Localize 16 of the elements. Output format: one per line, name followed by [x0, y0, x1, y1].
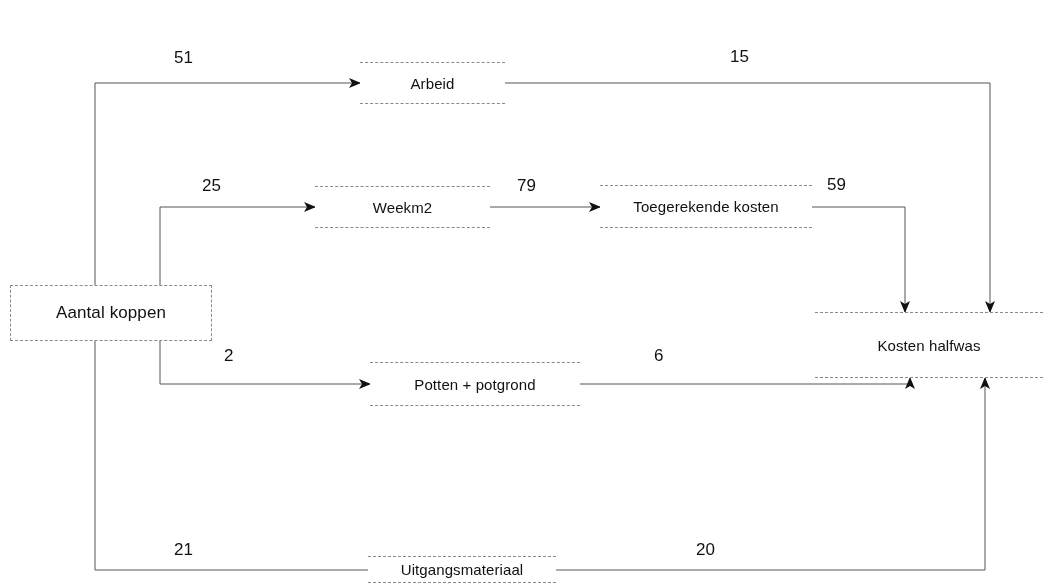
process-box — [10, 285, 212, 341]
connector-arrow — [555, 377, 990, 571]
node-label: Aantal koppen — [56, 303, 166, 323]
connector-arrow — [94, 78, 361, 286]
connector-arrow — [159, 340, 371, 389]
node-label: Weekm2 — [372, 198, 433, 216]
node-label: Arbeid — [410, 74, 455, 92]
connector-arrow — [579, 377, 915, 389]
connector-arrow — [811, 206, 910, 313]
node-label: Toegerekende kosten — [633, 198, 779, 215]
connector-arrow — [159, 202, 316, 286]
node-label: Uitgangsmateriaal — [400, 561, 524, 578]
node-label: Kosten halfwas — [877, 336, 981, 354]
node-label: Potten + potgrond — [414, 375, 536, 393]
connector-arrow — [504, 82, 995, 313]
connector-arrow — [489, 202, 601, 212]
